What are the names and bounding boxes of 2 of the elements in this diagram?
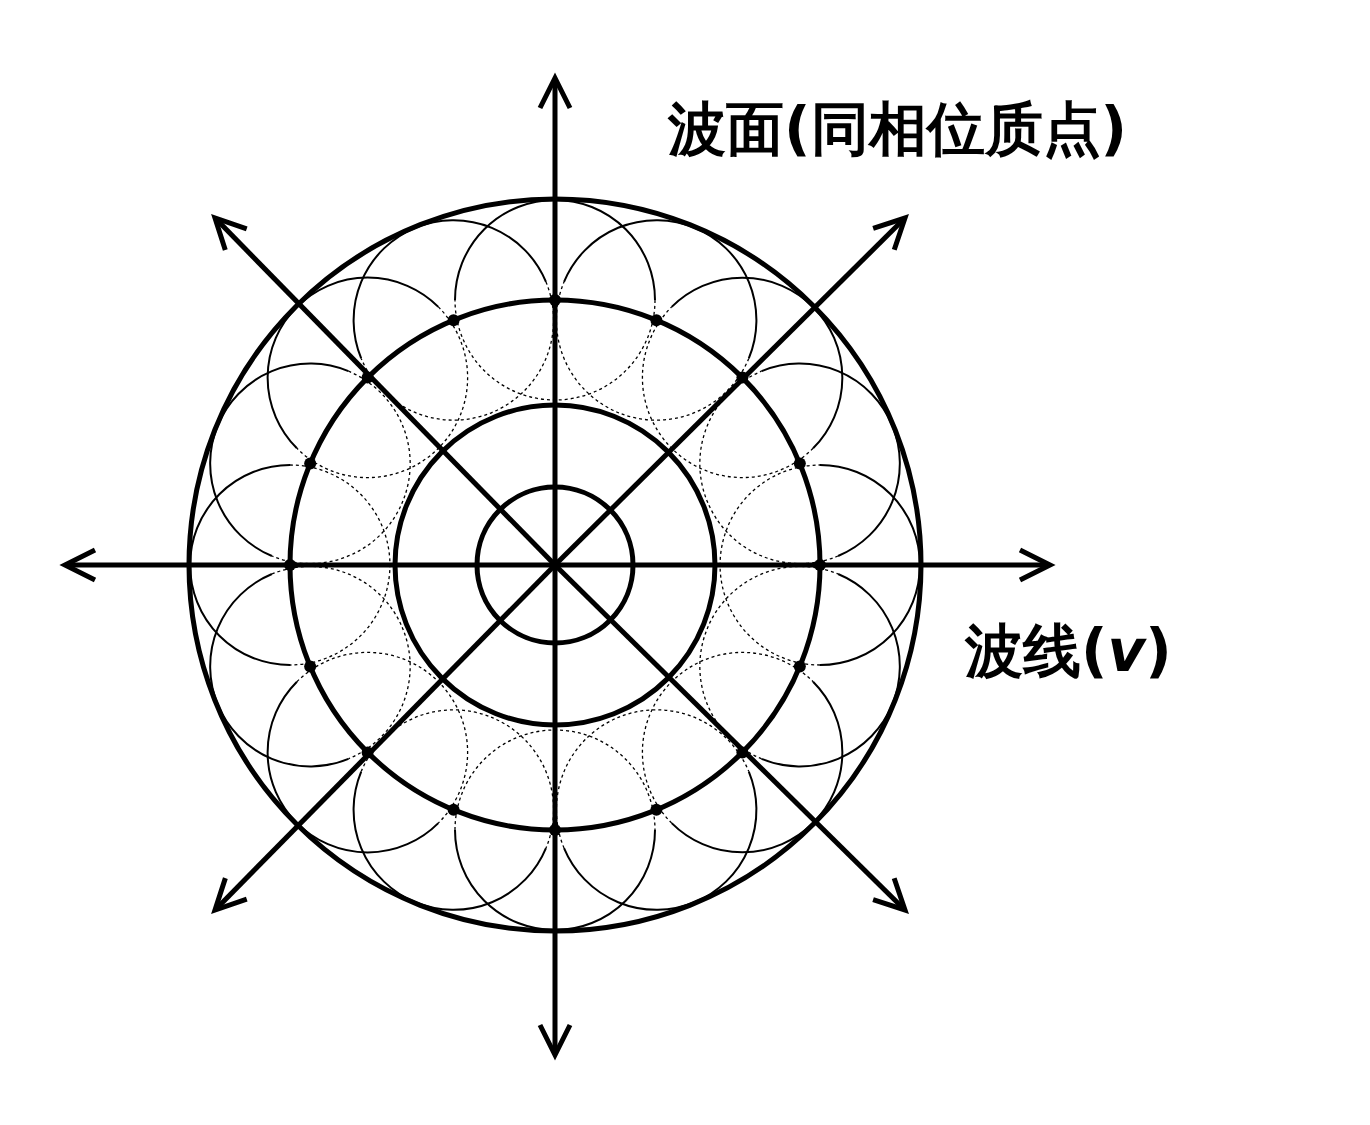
label-text: 波线(v) [965,622,1172,680]
label-text: 波面(同相位质点) [668,100,1127,158]
